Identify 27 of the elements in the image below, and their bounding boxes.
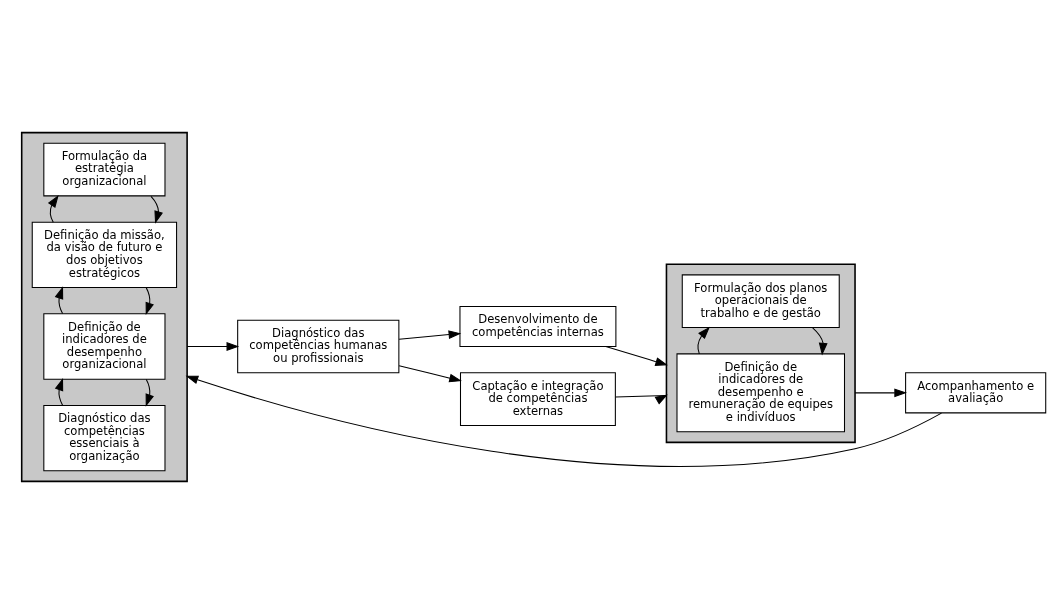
arrow <box>54 378 64 406</box>
arrow <box>47 194 59 223</box>
node-box: Acompanhamento e avaliação <box>905 372 1047 414</box>
arrow <box>186 342 240 351</box>
arrow <box>398 330 462 340</box>
arrow <box>145 287 154 316</box>
cluster <box>665 263 856 444</box>
arrow <box>615 394 668 405</box>
node-box: Definição da missão, da visão de futuro e dos objetivos estratégicos <box>31 221 178 289</box>
arrow <box>150 195 163 224</box>
cluster <box>20 131 188 483</box>
node-box: Definição de indicadores de desempenho e remuneração de equipes e indivíduos <box>676 353 846 433</box>
arrow <box>697 326 710 355</box>
arrow <box>185 375 942 467</box>
node-box: Captação e integração de competências externas <box>459 372 616 427</box>
arrow <box>854 388 907 398</box>
node-box: Formulação da estratégia organizacional <box>43 142 166 197</box>
node-box: Diagnóstico das competências humanas ou profissionais <box>237 319 400 374</box>
node-box: Formulação dos planos operacionais de trabalho e de gestão <box>681 274 840 329</box>
arrow <box>398 365 462 383</box>
arrow <box>605 346 668 366</box>
arrow <box>812 327 828 356</box>
node-box: Definição de indicadores de desempenho organizacional <box>43 313 166 380</box>
node-box: Diagnóstico das competências essenciais à organização <box>43 404 166 472</box>
arrow <box>145 379 154 407</box>
node-box: Desenvolvimento de competências internas <box>459 305 617 348</box>
arrow <box>54 286 64 315</box>
